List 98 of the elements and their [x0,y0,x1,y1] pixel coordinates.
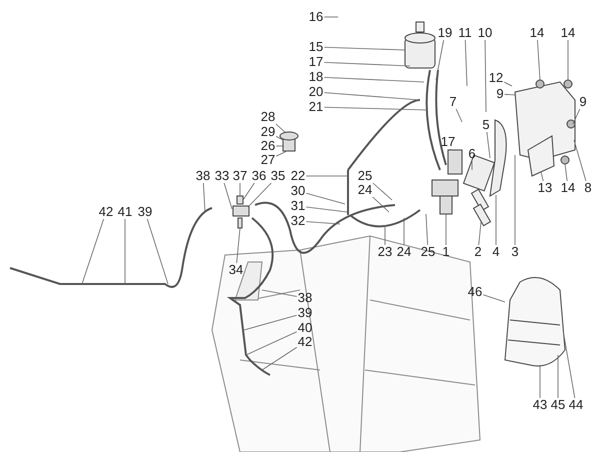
leader-line [574,140,586,182]
callout-number: 17 [308,55,324,69]
callout-number: 33 [214,169,230,183]
callout-number: 21 [308,100,324,114]
callout-number: 16 [308,10,324,24]
callout-number: 32 [290,214,306,228]
callout-number: 27 [260,153,276,167]
callout-number: 46 [466,285,484,299]
leader-line [124,218,126,284]
callout-number: 28 [260,110,276,124]
callout-number: 9 [578,95,588,109]
leader-line [324,92,420,100]
callout-number: 12 [488,71,504,85]
leader-line [324,106,428,110]
leader-line [572,108,580,124]
leader-line [324,16,338,18]
callout-number: 19 [436,26,454,40]
leader-line [224,182,232,210]
callout-number: 11 [457,26,473,40]
callout-number: 42 [98,205,114,219]
leader-line [244,314,298,330]
callout-number: 39 [136,205,154,219]
leader-line [486,132,490,158]
callout-number: 3 [510,245,520,259]
callout-number: 4 [491,245,501,259]
leader-line [324,62,410,66]
callout-number: 30 [290,184,306,198]
leader-line [242,182,255,200]
leader-line [514,154,516,246]
leader-line [248,182,272,208]
callout-number: 10 [476,26,494,40]
leader-line [372,182,392,200]
callout-number: 20 [308,85,324,99]
callout-number: 45 [550,398,566,412]
leader-line [246,331,298,356]
callout-number: 41 [116,205,134,219]
leader-line [262,290,298,297]
callout-number: 31 [290,199,306,213]
leader-line [504,94,516,96]
leader-line [324,76,424,82]
callout-number: 1 [441,245,451,259]
callout-number: 42 [296,335,314,349]
callout-number: 25 [356,169,374,183]
callout-number: 2 [473,245,483,259]
callout-number: 44 [568,398,584,412]
leader-line [426,214,428,246]
callout-number: 14 [560,181,576,195]
leader-line [262,346,298,370]
callout-number: 18 [308,70,324,84]
callout-number: 26 [260,139,276,153]
leader-line [384,224,386,246]
callout-number: 29 [260,125,276,139]
leader-line [482,294,506,302]
leader-line [202,182,206,212]
leader-line [464,40,468,86]
callout-number: 23 [376,245,394,259]
callout-number: 15 [308,40,324,54]
callout-number: 17 [440,135,456,149]
leader-line [306,221,340,224]
callout-number: 8 [583,181,593,195]
leader-line [436,40,444,80]
leader-line [324,46,406,50]
callout-number: 36 [250,169,268,183]
callout-number: 13 [536,181,554,195]
leader-line [504,82,512,86]
callout-number: 22 [290,169,306,183]
callout-number: 40 [296,321,314,335]
leader-line [276,150,288,156]
callout-number: 39 [296,306,314,320]
callout-number: 9 [495,87,505,101]
leader-line [306,192,346,204]
callout-number: 25 [420,245,436,259]
leader-line [82,218,104,284]
leader-line [540,172,544,182]
callout-number: 24 [396,245,412,259]
callout-number: 5 [481,118,491,132]
leader-line [537,40,540,80]
callout-number: 43 [532,398,548,412]
callout-number: 24 [356,183,374,197]
leader-line [456,108,462,122]
leader-line [146,218,168,284]
leader-line [478,222,482,246]
leader-line [484,40,486,112]
leader-line [276,136,284,140]
callout-number: 14 [560,26,576,40]
callout-number: 14 [528,26,546,40]
leader-line [306,206,348,212]
callout-number: 34 [228,263,244,277]
leader-line [564,164,568,182]
callout-number: 35 [270,169,286,183]
callout-number: 6 [467,147,477,161]
callout-number: 38 [194,169,212,183]
leader-line [372,196,390,212]
callout-number: 37 [232,169,248,183]
callout-number: 7 [448,95,458,109]
leader-line [275,124,286,134]
leader-line [562,330,576,398]
callout-number: 38 [296,291,314,305]
